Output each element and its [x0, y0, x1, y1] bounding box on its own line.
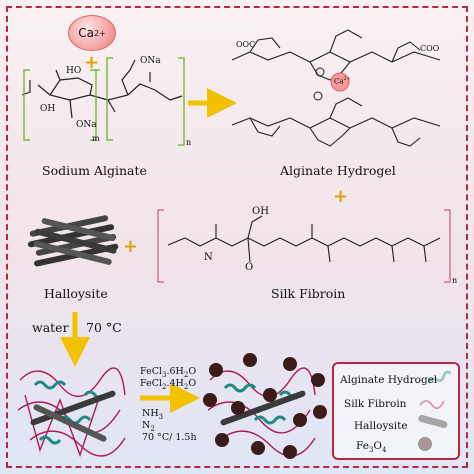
plus-icon: +	[84, 52, 100, 73]
fibroin-brackets	[157, 209, 451, 283]
condition-n2: N2	[142, 420, 155, 433]
small-calcium-charge: 2+	[343, 76, 351, 82]
small-calcium-symbol: Ca	[334, 77, 344, 86]
calcium-crosslink-ion	[330, 72, 350, 92]
monomer-brackets	[23, 57, 185, 146]
silk-fibroin-structure	[167, 215, 441, 263]
subscript-n: n	[186, 138, 192, 147]
small-calcium-ion: Ca2+	[334, 76, 351, 85]
halloysite-nanotubes	[27, 215, 119, 267]
legend-fe3o4: Fe3O4	[356, 440, 387, 455]
condition-fecl2: FeCl2.4H2O	[140, 378, 197, 391]
alginate-hydrogel-label: Alginate Hydrogel	[280, 163, 396, 178]
temperature-label: 70 °C	[86, 320, 122, 335]
fibroin-oh-label: OH	[252, 206, 269, 217]
fibroin-o-label: O	[245, 262, 254, 273]
dashed-border	[6, 6, 468, 468]
condition-nh3: NH3	[142, 408, 164, 421]
ho-label: HO	[66, 66, 82, 76]
calcium-charge: 2+	[93, 28, 106, 38]
legend-box: Alginate Hydrogel Silk Fibroin Halloysit…	[332, 362, 460, 460]
subscript-m: m	[92, 134, 100, 143]
condition-fecl3: FeCl3.6H2O	[140, 366, 197, 379]
ona-label-2: ONa	[76, 120, 97, 130]
coo-label: COO	[420, 44, 440, 53]
alginate-hydrogel-structure	[231, 29, 441, 147]
carboxylate-charge	[313, 91, 323, 101]
water-label: water	[32, 320, 69, 335]
sodium-alginate-label: Sodium Alginate	[42, 163, 147, 178]
fibroin-n-label: N	[204, 252, 213, 263]
legend-silk-fibroin: Silk Fibroin	[344, 398, 407, 410]
fibroin-subscript-n: n	[452, 276, 458, 285]
silk-fibroin-label: Silk Fibroin	[271, 286, 346, 301]
carboxylate-charge	[315, 67, 325, 77]
plus-icon: +	[123, 236, 139, 257]
sodium-alginate-structure	[21, 59, 183, 119]
ona-label: ONa	[140, 56, 161, 66]
composite-before-magnetization	[17, 367, 126, 458]
legend-halloysite: Halloysite	[354, 420, 408, 432]
condition-temperature-time: 70 °C/ 1.5h	[142, 432, 197, 443]
magnetic-composite	[203, 353, 327, 459]
ooc-label: OOC	[236, 40, 256, 49]
legend-alginate-hydrogel: Alginate Hydrogel	[340, 374, 438, 386]
oh-label: OH	[40, 104, 56, 114]
halloysite-label: Halloysite	[44, 286, 108, 301]
calcium-symbol: Ca	[78, 26, 94, 40]
plus-icon: +	[333, 186, 349, 207]
